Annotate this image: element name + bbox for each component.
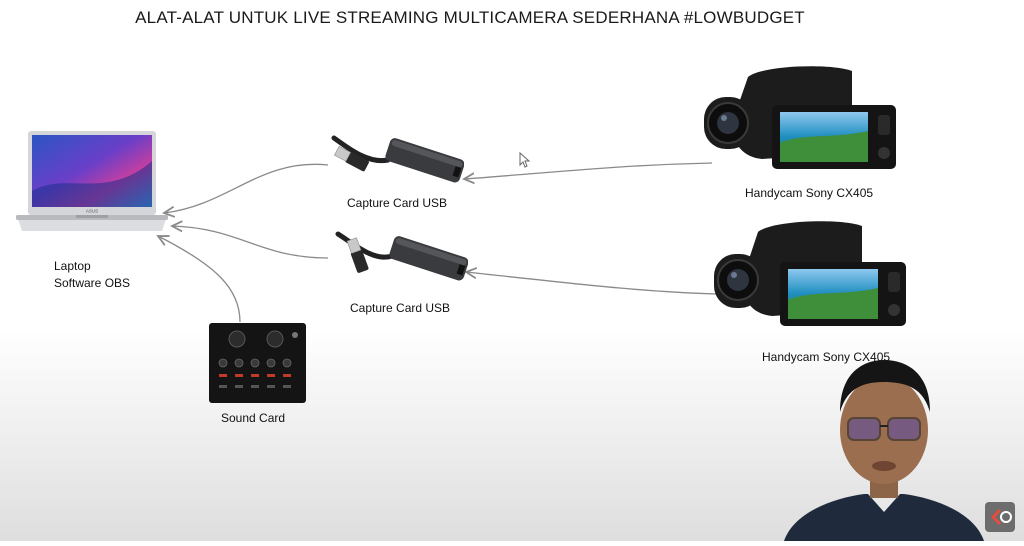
- laptop-label-line2: Software OBS: [54, 275, 130, 292]
- laptop-label-line1: Laptop: [54, 258, 130, 275]
- laptop-brand: ASUS: [86, 209, 98, 214]
- cursor-icon: [519, 152, 531, 168]
- camera-1-label: Handycam Sony CX405: [745, 185, 873, 202]
- capture-card-1-label: Capture Card USB: [347, 195, 447, 212]
- laptop-icon: ASUS: [16, 131, 168, 238]
- arrow-soundcard-to-laptop: [158, 236, 240, 322]
- sound-card-icon: [209, 323, 306, 403]
- camcorder-icon: [702, 63, 902, 173]
- capture-card-2-label: Capture Card USB: [350, 300, 450, 317]
- usb-capture-card-icon: [330, 222, 468, 284]
- arrow-camera1-to-capture1: [464, 163, 712, 179]
- presenter-video: [784, 352, 984, 541]
- arrow-capture2-to-laptop: [172, 226, 328, 258]
- channel-logo-icon: [985, 502, 1015, 532]
- arrow-capture1-to-laptop: [164, 164, 328, 213]
- arrow-camera2-to-capture2: [466, 272, 717, 294]
- usb-capture-card-icon: [328, 128, 464, 186]
- laptop-label: Laptop Software OBS: [54, 258, 130, 292]
- camcorder-icon: [712, 218, 912, 330]
- sound-card-label: Sound Card: [221, 410, 285, 427]
